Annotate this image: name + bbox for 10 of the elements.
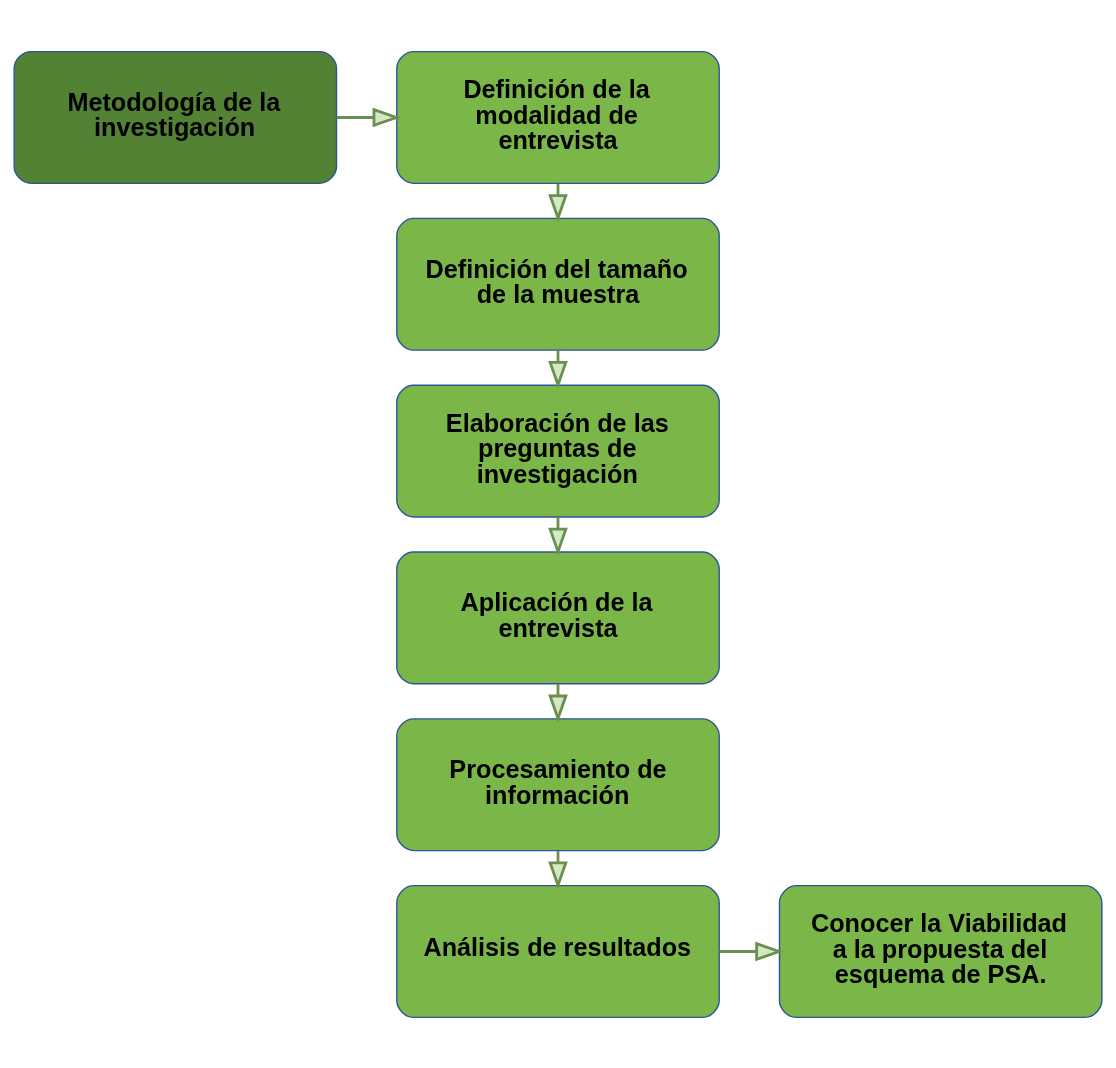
arrow: [719, 941, 784, 961]
arrow: [336, 107, 401, 127]
node-box: Análisis de resultados: [396, 884, 720, 1018]
node-box: Conocer la Viabilidad a la propuesta del esquema de PSA.: [778, 884, 1103, 1018]
node-box: Definición del tamaño de la muestra: [396, 217, 720, 351]
node-box: Definición de la modalidad de entrevista: [396, 50, 720, 184]
node-box: Procesamiento de información: [396, 717, 720, 851]
node-box: Aplicación de la entrevista: [396, 550, 720, 684]
node-box: Elaboración de las preguntas de investigación: [396, 384, 720, 518]
node-box: Metodología de la investigación: [13, 50, 338, 184]
